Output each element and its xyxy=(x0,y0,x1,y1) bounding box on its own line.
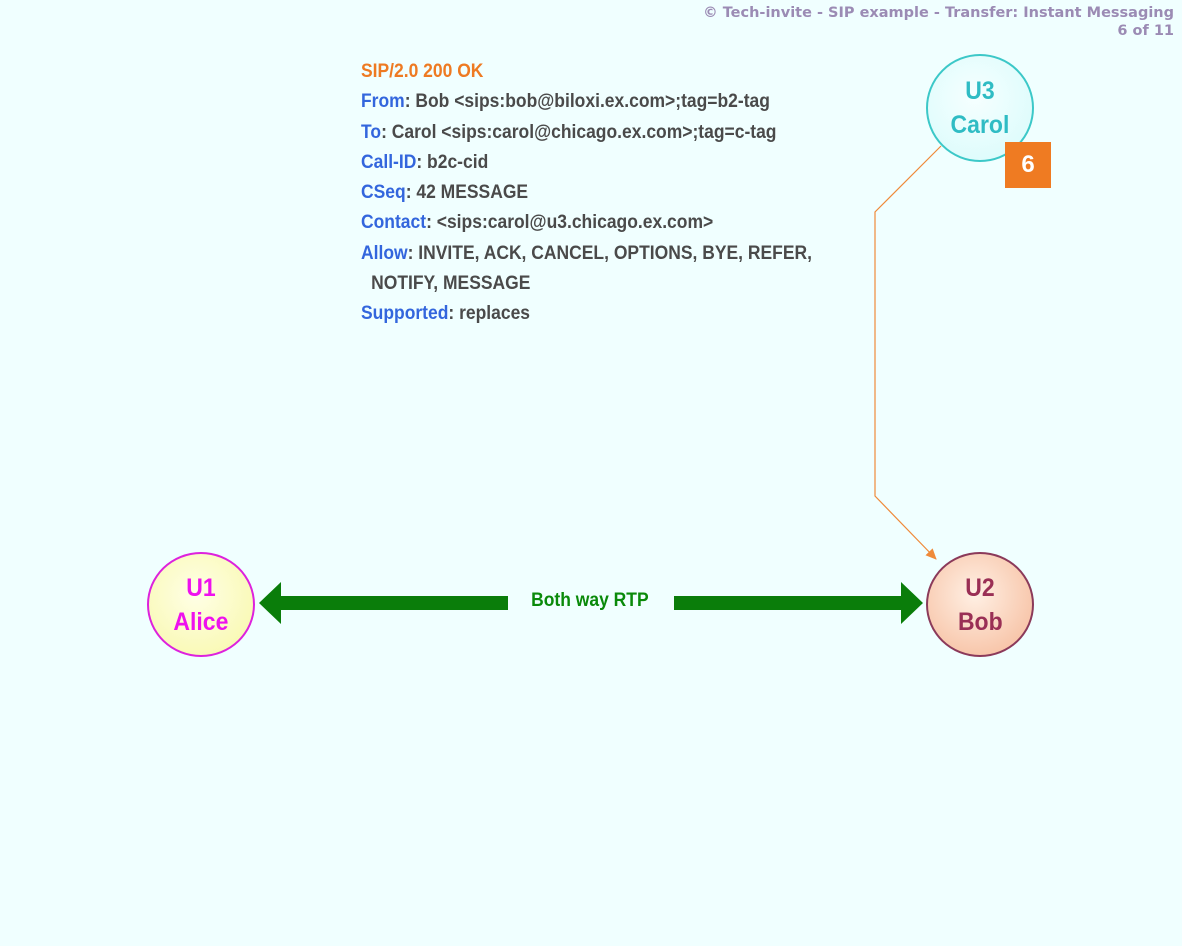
node-carol-name: Carol xyxy=(950,111,1010,139)
header-key: Supported xyxy=(361,303,449,325)
status-line: SIP/2.0 200 OK xyxy=(361,61,484,82)
rtp-label-text: Both way RTP xyxy=(531,590,649,611)
header-key: Allow xyxy=(361,242,408,264)
rtp-arrow-right xyxy=(674,582,923,624)
header-line-cseq: CSeq: 42 MESSAGE xyxy=(361,178,812,208)
header-value: : Bob <sips:bob@biloxi.ex.com>;tag=b2-ta… xyxy=(404,91,770,113)
node-bob-id: U2 xyxy=(965,573,995,602)
node-bob: U2 Bob xyxy=(926,552,1034,657)
rtp-arrow xyxy=(259,582,923,624)
header-line-allow-continued: NOTIFY, MESSAGE xyxy=(361,269,812,299)
node-alice-id: U1 xyxy=(186,573,216,602)
node-alice-name: Alice xyxy=(173,607,229,636)
node-alice: U1 Alice xyxy=(147,552,255,657)
header-key: Contact xyxy=(361,212,427,234)
header-line-call-id: Call-ID: b2c-cid xyxy=(361,148,812,178)
rtp-label: Both way RTP xyxy=(514,590,666,612)
header-value: : 42 MESSAGE xyxy=(405,182,529,204)
header-key: From xyxy=(361,91,405,113)
page-counter: 6 of 11 xyxy=(1117,23,1174,39)
header-line-from: From: Bob <sips:bob@biloxi.ex.com>;tag=b… xyxy=(361,87,812,117)
header-value: : b2c-cid xyxy=(416,151,489,173)
rtp-arrow-left xyxy=(259,582,508,624)
copyright-title: © Tech-invite - SIP example - Transfer: … xyxy=(703,5,1174,21)
sip-message: SIP/2.0 200 OK From: Bob <sips:bob@bilox… xyxy=(361,57,812,330)
node-bob-name: Bob xyxy=(957,607,1003,636)
header-key: Call-ID xyxy=(361,151,417,173)
header-key: CSeq xyxy=(361,182,406,204)
step-badge: 6 xyxy=(1005,142,1051,188)
header-value: : INVITE, ACK, CANCEL, OPTIONS, BYE, REF… xyxy=(407,242,812,264)
header-value: NOTIFY, MESSAGE xyxy=(371,273,531,295)
header-value: : <sips:carol@u3.chicago.ex.com> xyxy=(426,212,714,234)
header-value: : Carol <sips:carol@chicago.ex.com>;tag=… xyxy=(381,121,777,143)
node-carol-id: U3 xyxy=(965,77,995,105)
header-line-contact: Contact: <sips:carol@u3.chicago.ex.com> xyxy=(361,208,812,238)
header-line-allow: Allow: INVITE, ACK, CANCEL, OPTIONS, BYE… xyxy=(361,239,812,269)
message-arrow xyxy=(874,145,942,560)
header-line-supported: Supported: replaces xyxy=(361,299,812,329)
header-line-to: To: Carol <sips:carol@chicago.ex.com>;ta… xyxy=(361,118,812,148)
header-value: : replaces xyxy=(448,303,531,325)
header-key: To xyxy=(361,121,382,143)
page-header: © Tech-invite - SIP example - Transfer: … xyxy=(703,4,1174,40)
